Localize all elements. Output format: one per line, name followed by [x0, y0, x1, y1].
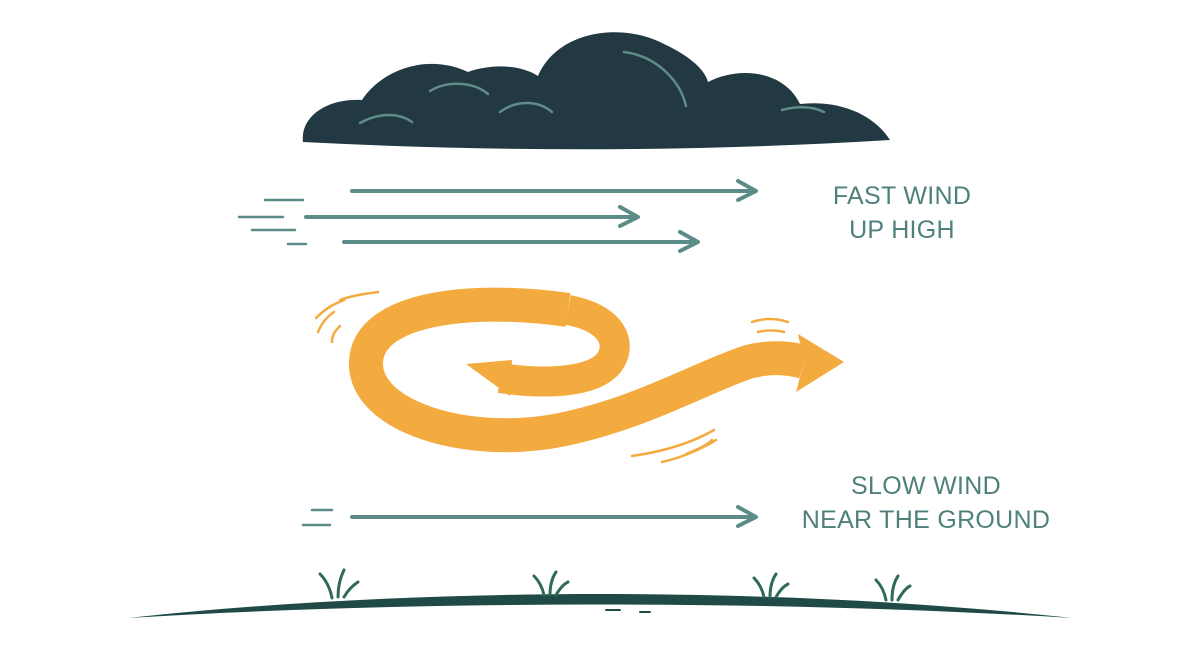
grass-tuft-1 — [318, 568, 360, 600]
fast-wind-arrows — [304, 179, 758, 253]
slow-wind-label-line2: NEAR THE GROUND — [801, 506, 1051, 534]
slow-wind-motion-lines — [301, 508, 334, 527]
storm-cloud-icon — [302, 32, 890, 150]
grass-tuft-icon — [318, 568, 912, 602]
ground — [128, 594, 1072, 618]
fast-wind-label-line1: FAST WIND — [832, 182, 972, 210]
rolling-wind-arrow-icon — [349, 287, 844, 453]
fast-wind-arrow-top — [350, 179, 758, 202]
fast-wind-arrow-middle — [304, 205, 640, 228]
grass-tuft-4 — [874, 574, 912, 602]
slow-wind-label: SLOW WIND NEAR THE GROUND — [800, 469, 1052, 537]
grass-tuft-2 — [532, 570, 570, 597]
slow-wind-arrow — [350, 505, 758, 528]
fast-wind-motion-lines — [237, 198, 308, 246]
fast-wind-label-line2: UP HIGH — [849, 216, 955, 244]
rolling-motion-lines — [314, 290, 790, 464]
fast-wind-label: FAST WIND UP HIGH — [812, 179, 992, 247]
fast-wind-arrow-bottom — [342, 230, 700, 253]
grass-tuft-3 — [752, 572, 790, 599]
slow-wind-label-line1: SLOW WIND — [851, 472, 1001, 500]
